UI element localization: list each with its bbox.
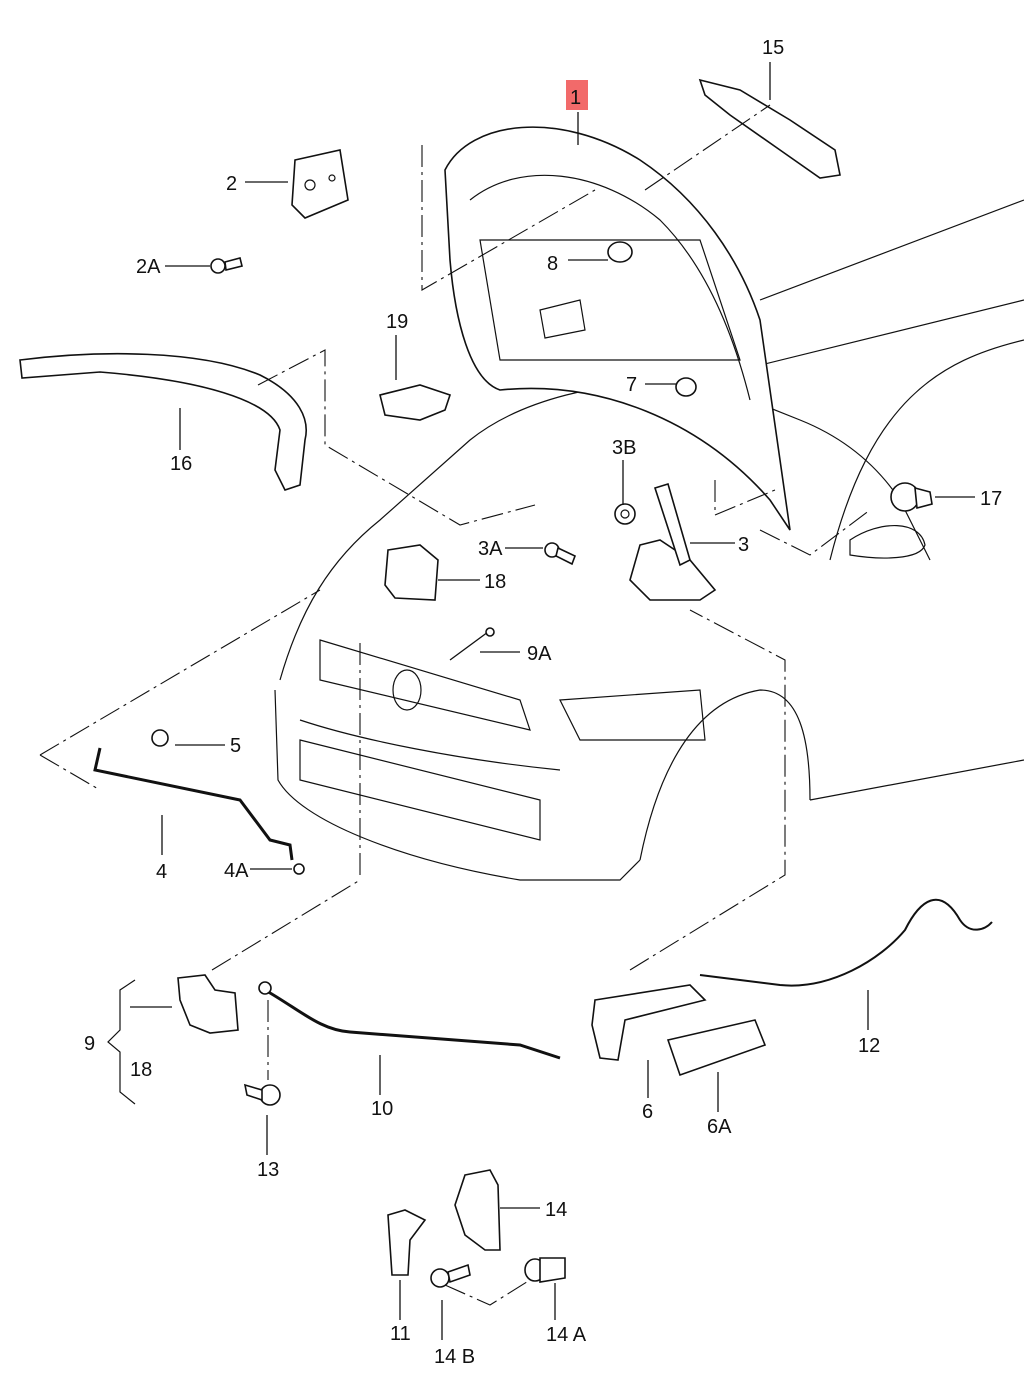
label-6[interactable]: 6: [642, 1101, 653, 1123]
label-14[interactable]: 14: [545, 1199, 567, 1221]
part-15-seal: [698, 78, 841, 179]
label-19[interactable]: 19: [386, 311, 408, 333]
part-5-clip: [151, 729, 169, 747]
label-17[interactable]: 17: [980, 488, 1002, 510]
label-12[interactable]: 12: [858, 1035, 880, 1057]
part-4A-nut: [293, 863, 305, 875]
part-9A-bolt: [449, 627, 495, 661]
assembly-lines: [39, 104, 871, 1306]
label-3[interactable]: 3: [738, 534, 749, 556]
label-13[interactable]: 13: [257, 1159, 279, 1181]
part-6-handle: [591, 984, 707, 1061]
part-18-lock-upper: [384, 544, 439, 601]
part-19: [379, 384, 452, 421]
part-14A-clip: [524, 1257, 566, 1283]
part-3-hinge: [629, 482, 717, 601]
hood-part-1: [444, 126, 791, 531]
label-4[interactable]: 4: [156, 861, 167, 883]
part-4-rod: [93, 747, 294, 861]
label-10[interactable]: 10: [371, 1098, 393, 1120]
label-16[interactable]: 16: [170, 453, 192, 475]
part-9-lock-lower: [177, 974, 239, 1034]
label-14A[interactable]: 14 A: [546, 1324, 587, 1346]
label-3A[interactable]: 3A: [478, 538, 503, 560]
leader-lines: [107, 62, 975, 1340]
part-6A-cover: [666, 1019, 767, 1077]
part-14B-bolt: [430, 1263, 471, 1288]
part-3A-bolt: [544, 542, 577, 566]
part-7-buffer: [675, 377, 697, 397]
label-9A[interactable]: 9A: [527, 643, 552, 665]
part-2A-bolt: [210, 257, 243, 274]
label-2A[interactable]: 2A: [136, 256, 161, 278]
label-18-lower[interactable]: 18: [130, 1059, 152, 1081]
part-2-bracket: [291, 149, 349, 219]
part-13-grommet: [243, 1083, 281, 1106]
label-2[interactable]: 2: [226, 173, 237, 195]
label-3B[interactable]: 3B: [612, 437, 636, 459]
label-6A[interactable]: 6A: [707, 1116, 732, 1138]
label-4A[interactable]: 4A: [224, 860, 249, 882]
car-body: [274, 199, 1024, 881]
part-10-cable: [258, 981, 561, 1060]
label-5[interactable]: 5: [230, 735, 241, 757]
label-11[interactable]: 11: [390, 1323, 411, 1345]
part-11-lever: [387, 1209, 427, 1276]
label-7[interactable]: 7: [626, 374, 637, 396]
label-15[interactable]: 15: [762, 37, 784, 59]
part-16-seal: [19, 352, 307, 491]
part-14-bracket: [454, 1169, 501, 1251]
part-3B-nut: [614, 503, 636, 525]
part-12-cable: [699, 898, 993, 987]
part-8-buffer: [607, 241, 633, 263]
label-9[interactable]: 9: [84, 1033, 95, 1055]
part-labels: 1 2 2A 3 3A 3B 4 4A 5 6 6A 7 8 9 9A 10 1…: [84, 37, 1002, 1368]
label-8[interactable]: 8: [547, 253, 558, 275]
label-18-upper[interactable]: 18: [484, 571, 506, 593]
label-1[interactable]: 1: [570, 87, 581, 109]
part-17-clip: [890, 482, 933, 512]
part-1-highlight: [566, 80, 588, 110]
label-14B[interactable]: 14 B: [434, 1346, 475, 1368]
